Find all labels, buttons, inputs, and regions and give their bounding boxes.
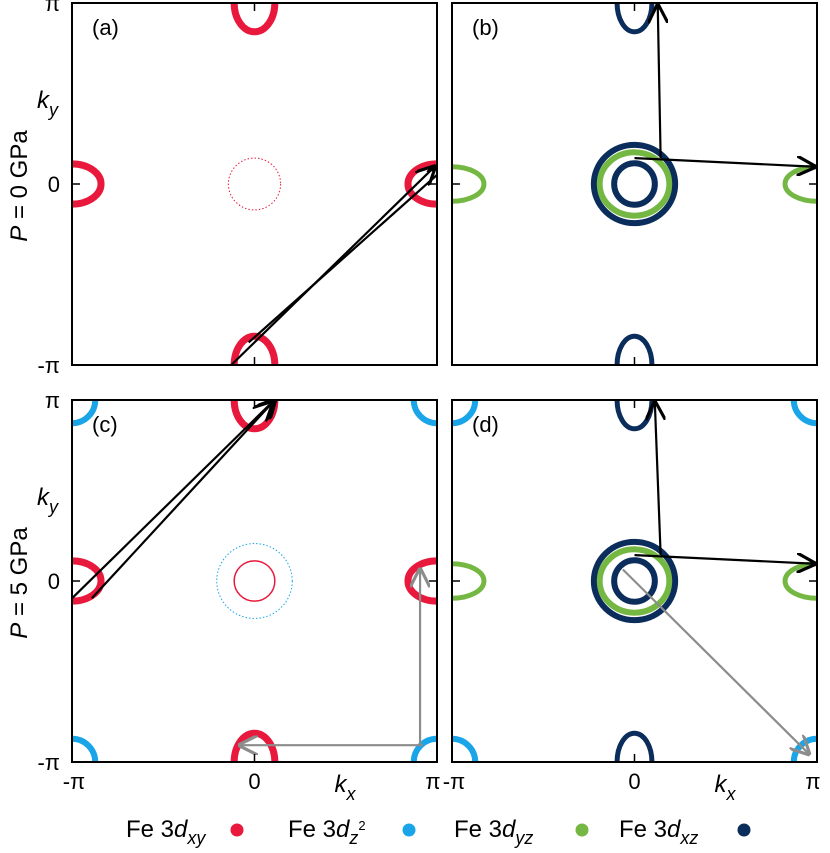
nesting-vector-arrow <box>622 568 809 753</box>
x-tick-label: -π <box>443 769 466 794</box>
legend-marker <box>737 823 751 837</box>
panel-label: (d) <box>472 412 499 437</box>
x-tick-label: -π <box>63 769 86 794</box>
y-tick-label: 0 <box>48 172 60 197</box>
x-tick-label: 0 <box>628 769 640 794</box>
nesting-vector-arrow <box>247 167 437 344</box>
fermi-pocket-fe-3dxz <box>611 557 658 605</box>
fermi-pocket-fe-3dz2 <box>216 543 293 619</box>
y-tick-label: 0 <box>48 569 60 594</box>
panel-c <box>71 399 438 763</box>
panels-layer <box>71 2 818 763</box>
panel-a <box>71 2 438 366</box>
legend-marker <box>230 823 244 837</box>
fermi-pocket-fe-3dyz <box>596 546 673 616</box>
legend-label: Fe 3dz2 <box>288 816 366 848</box>
x-tick-label: π <box>805 769 820 794</box>
panel-frame <box>71 399 438 763</box>
fermi-pocket-fe-3dyz <box>782 164 817 204</box>
fermi-pocket-fe-3dxy <box>227 157 282 211</box>
y-axis-label: ky <box>37 87 59 120</box>
legend-label: Fe 3dxy <box>126 816 206 848</box>
fermi-pocket-fe-3dyz <box>782 561 817 601</box>
nesting-vector-arrow <box>230 167 434 365</box>
row-pressure-label: P = 0 GPa <box>6 130 33 242</box>
nesting-vector-arrow <box>72 402 272 600</box>
nesting-vector-arrow <box>634 555 815 564</box>
nesting-vector-arrow <box>658 5 661 159</box>
panel-frame <box>451 2 818 366</box>
row-pressure-label: P = 5 GPa <box>6 527 33 639</box>
nesting-vector-arrow <box>655 402 661 556</box>
y-axis-label: ky <box>37 484 59 517</box>
legend-item: Fe 3dz2 <box>288 816 416 848</box>
fermi-pocket-fe-3dyz <box>596 149 673 219</box>
x-axis-label: kx <box>715 771 737 804</box>
legend-item: Fe 3dxz <box>619 816 751 848</box>
panel-b <box>451 2 818 366</box>
fermi-pocket-fe-3dxz <box>611 160 658 208</box>
legend: Fe 3dxy Fe 3dz2 Fe 3dyz Fe 3dxz <box>126 816 751 848</box>
nesting-vector-arrow <box>91 400 275 600</box>
nesting-vector-arrow <box>634 158 815 167</box>
panel-d <box>451 399 818 763</box>
panel-label: (a) <box>92 15 119 40</box>
legend-label: Fe 3dxz <box>619 816 698 848</box>
legend-marker <box>402 823 416 837</box>
panel-label: (b) <box>472 15 499 40</box>
legend-item: Fe 3dyz <box>454 816 589 848</box>
panel-frame <box>71 2 438 366</box>
y-tick-label: -π <box>37 750 60 775</box>
panel-label: (c) <box>92 412 118 437</box>
x-tick-label: π <box>425 769 440 794</box>
fermi-pocket-fe-3dxz <box>590 538 679 624</box>
legend-item: Fe 3dxy <box>126 816 244 848</box>
legend-marker <box>575 823 589 837</box>
y-tick-label: -π <box>37 353 60 378</box>
fermi-pocket-fe-3dxz <box>590 141 679 227</box>
y-tick-label: π <box>45 388 60 413</box>
y-tick-label: π <box>45 0 60 16</box>
x-axis-label: kx <box>335 771 357 804</box>
legend-label: Fe 3dyz <box>454 816 533 848</box>
fermi-pocket-fe-3dxy <box>233 560 276 602</box>
x-tick-label: 0 <box>248 769 260 794</box>
